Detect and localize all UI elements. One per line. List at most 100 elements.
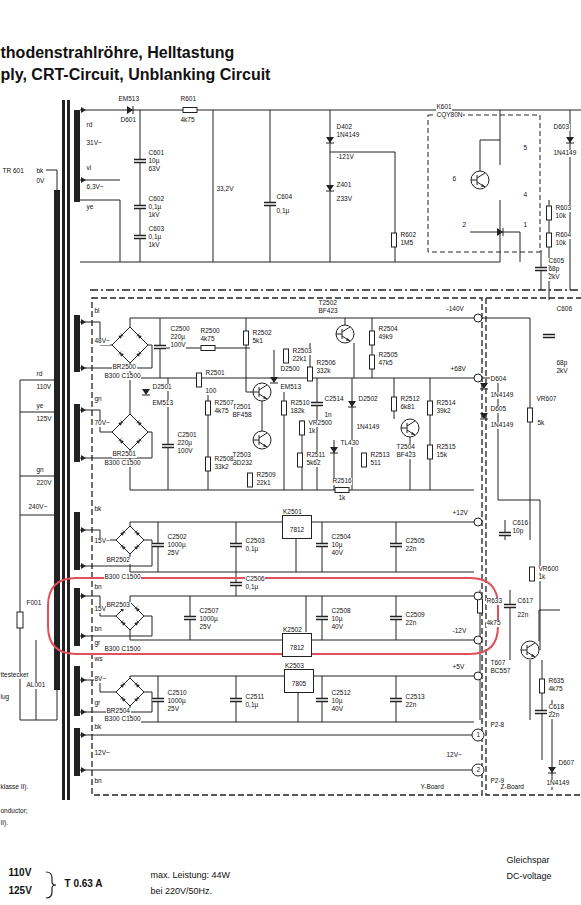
fuse-symbol bbox=[17, 612, 23, 628]
path-stroke bbox=[480, 318, 560, 790]
component-label: 39k2 bbox=[436, 408, 451, 415]
component-label: EM513 bbox=[280, 384, 302, 391]
component-label: 40V bbox=[331, 706, 344, 713]
component-label: D604 bbox=[490, 376, 507, 383]
use-stroke bbox=[316, 617, 328, 620]
component-label: C2511 bbox=[245, 694, 265, 701]
use-stroke bbox=[116, 678, 144, 706]
component-label: BD232 bbox=[232, 460, 253, 467]
use-stroke bbox=[134, 236, 146, 239]
component-label: 4k75 bbox=[180, 117, 195, 124]
use-stroke bbox=[474, 314, 482, 322]
component-label: 5 bbox=[523, 145, 528, 152]
component-label: C2502 bbox=[167, 534, 187, 541]
component-label: 4k75 bbox=[486, 620, 501, 627]
use-stroke bbox=[390, 544, 402, 547]
component-label: 332k bbox=[316, 368, 331, 375]
component-label: gr bbox=[94, 640, 101, 647]
regulator-box: K25037805 bbox=[284, 669, 314, 693]
component-label: 68p bbox=[556, 360, 568, 367]
component-label: 4k75 bbox=[548, 686, 563, 693]
component-label: bn bbox=[94, 584, 102, 591]
component-label: 68p bbox=[548, 266, 560, 273]
component-label: 220µ bbox=[170, 334, 186, 341]
component-label: C2500 bbox=[170, 326, 190, 333]
rect-stroke bbox=[74, 728, 80, 776]
use-stroke bbox=[201, 346, 215, 351]
component-label: -12V bbox=[452, 628, 467, 635]
component-label: R2509 bbox=[256, 472, 276, 479]
component-label: 511 bbox=[370, 460, 381, 467]
use-stroke bbox=[521, 641, 539, 659]
component-label: C2508 bbox=[331, 608, 351, 615]
part-name: K2503 bbox=[285, 663, 304, 670]
use-stroke bbox=[154, 346, 166, 349]
component-label: F001 bbox=[26, 600, 42, 607]
use-stroke bbox=[230, 544, 242, 547]
rect-stroke bbox=[67, 100, 70, 800]
component-label: EM513 bbox=[152, 400, 174, 407]
part-type: 7812 bbox=[290, 644, 304, 651]
terminals bbox=[472, 314, 484, 776]
component-label: C2501 bbox=[177, 432, 197, 439]
use-stroke bbox=[474, 672, 482, 680]
component-label: C2509 bbox=[405, 612, 425, 619]
component-label: onductor; bbox=[0, 808, 28, 815]
component-label: 10k bbox=[555, 213, 566, 220]
component-label: R633 bbox=[486, 598, 503, 605]
component-label: CQY80N bbox=[436, 112, 463, 119]
component-label: R2515 bbox=[436, 444, 456, 451]
component-label: R2507 bbox=[214, 400, 234, 407]
use-stroke bbox=[81, 563, 86, 569]
component-label: 22n bbox=[405, 546, 417, 553]
component-label: 22k1 bbox=[292, 356, 307, 363]
component-label: 2 bbox=[476, 767, 481, 774]
component-label: Z401 bbox=[336, 182, 352, 189]
component-label: 15V~ bbox=[94, 538, 110, 545]
component-label: 10µ bbox=[148, 158, 160, 165]
component-label: klasse II). bbox=[0, 784, 29, 791]
component-label: BF423 bbox=[318, 308, 338, 315]
component-label: 5k62 bbox=[306, 460, 321, 467]
component-label: 1kV bbox=[148, 212, 160, 219]
use-stroke bbox=[530, 567, 535, 581]
component-label: 1M5 bbox=[400, 240, 414, 247]
component-label: P2-8 bbox=[490, 722, 505, 729]
component-label: C2505 bbox=[405, 538, 425, 545]
component-label: rd bbox=[36, 371, 43, 378]
component-label: 1N4149 bbox=[356, 424, 380, 431]
component-label: 5k bbox=[537, 420, 545, 427]
use-stroke bbox=[401, 419, 419, 437]
component-label: C602 bbox=[148, 196, 165, 203]
use-stroke bbox=[284, 349, 289, 363]
component-label: 125V bbox=[36, 416, 52, 423]
component-label: AL001 bbox=[26, 682, 46, 689]
component-label: VR2500 bbox=[308, 420, 333, 427]
component-label: 240V~ bbox=[28, 504, 48, 511]
component-label: 31V~ bbox=[86, 140, 102, 147]
component-label: R603 bbox=[555, 205, 572, 212]
component-label: 25V bbox=[199, 624, 212, 631]
component-label: R2510 bbox=[290, 400, 310, 407]
component-label: 48V~ bbox=[94, 338, 110, 345]
component-label: 22n bbox=[405, 702, 417, 709]
use-stroke bbox=[316, 544, 328, 547]
rect-stroke bbox=[54, 190, 60, 690]
use-stroke bbox=[81, 455, 86, 461]
component-label: C2510 bbox=[167, 690, 187, 697]
rect-stroke bbox=[74, 110, 80, 202]
use-stroke bbox=[116, 526, 144, 554]
use-stroke bbox=[81, 732, 86, 738]
component-label: 1000µ bbox=[167, 698, 186, 705]
rect-stroke bbox=[62, 100, 65, 800]
component-label: VR607 bbox=[536, 396, 557, 403]
component-label: 1n bbox=[324, 412, 332, 419]
regulator-box: K25017812 bbox=[282, 515, 312, 539]
component-label: 220µ bbox=[177, 440, 193, 447]
component-label: 1N4149 bbox=[336, 132, 360, 139]
component-label: D2500 bbox=[280, 366, 300, 373]
use-stroke bbox=[370, 331, 375, 345]
component-label: TL430 bbox=[340, 440, 359, 447]
component-label: VR600 bbox=[538, 566, 559, 573]
component-label: 6,3V~ bbox=[86, 184, 104, 191]
